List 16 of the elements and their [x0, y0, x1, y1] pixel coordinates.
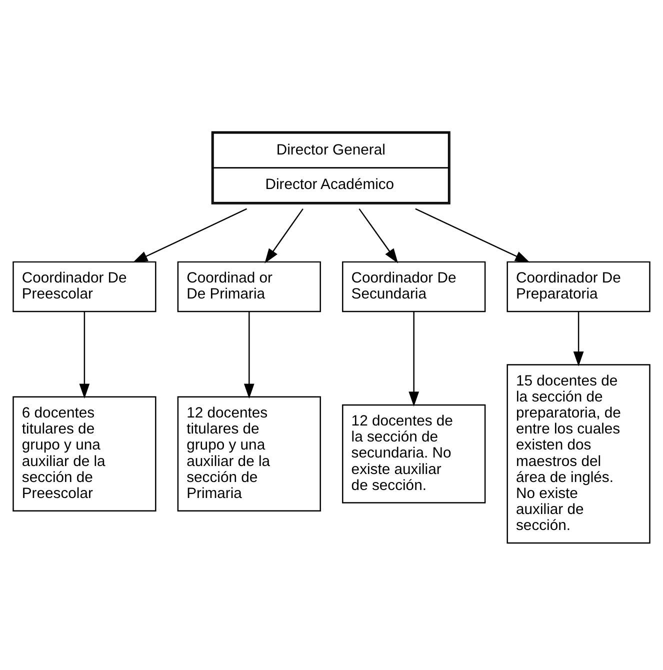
arrow	[244, 312, 254, 399]
node-box: Coordinador De Preescolar	[12, 261, 156, 312]
node-box: Coordinador De Secundaria	[342, 261, 486, 312]
arrow	[79, 312, 90, 399]
node-box: 12 docentes de la sección de secundaria. No existe auxiliar de sección.	[342, 404, 486, 504]
arrow	[415, 208, 530, 263]
node-box: Coordinador De Preparatoria	[506, 261, 650, 312]
node-box: 6 docentes titulares de grupo y una auxiliar de la sección de Preescolar	[12, 396, 156, 512]
arrow	[264, 208, 304, 264]
arrow	[132, 208, 248, 263]
arrow	[573, 312, 584, 366]
arrow	[358, 208, 398, 264]
arrow	[408, 312, 420, 407]
node-box: 15 docentes de la sección de preparatoria, de entre los cuales existen dos maestros del área de inglés. No existe auxiliar de sección.	[506, 364, 650, 544]
node-box: 12 docentes titulares de grupo y una auxiliar de la sección de Primaria	[177, 396, 321, 512]
node-box: Coordinad or De Primaria	[177, 261, 321, 312]
